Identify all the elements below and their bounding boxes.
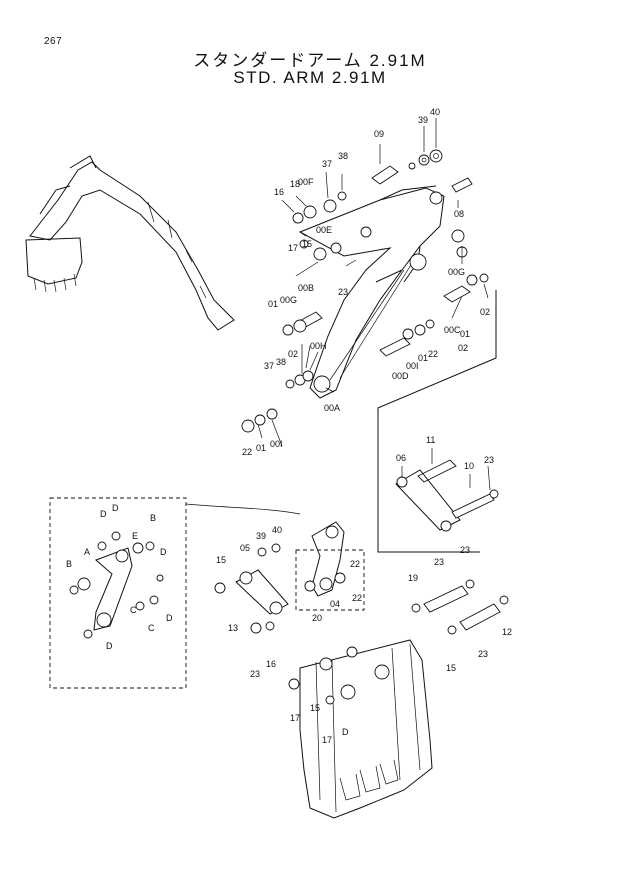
callout: 00B <box>298 283 315 293</box>
callout: 15 <box>446 663 457 673</box>
callout: 17 <box>322 735 333 745</box>
callout: 18 <box>290 179 301 189</box>
callout: 22 <box>428 349 439 359</box>
callout: B <box>66 559 73 569</box>
callout: 15 <box>310 703 321 713</box>
callout: D <box>166 613 173 623</box>
callout: 39 <box>256 531 267 541</box>
callout: 40 <box>430 107 441 117</box>
callout: 23 <box>460 545 471 555</box>
arm-body <box>298 185 445 399</box>
callout: 20 <box>312 613 323 623</box>
callout: D <box>342 727 349 737</box>
callout: 02 <box>458 343 469 353</box>
callout: E <box>132 531 139 541</box>
callout: 22 <box>350 559 361 569</box>
callout: 22 <box>242 447 253 457</box>
callout: 10 <box>464 461 475 471</box>
callout: 23 <box>250 669 261 679</box>
detail-inset <box>49 497 301 689</box>
callout: 39 <box>418 115 429 125</box>
callout: D <box>100 509 107 519</box>
callout: 22 <box>352 593 363 603</box>
callout: 00A <box>324 403 341 413</box>
callout: 13 <box>228 623 239 633</box>
callout: 00I <box>270 439 283 449</box>
upper-hardware <box>282 149 489 336</box>
callout: 23 <box>338 287 349 297</box>
callout: 17 <box>288 243 299 253</box>
callout: 00E <box>316 225 333 235</box>
callout: 06 <box>396 453 407 463</box>
bucket-link-line <box>377 290 497 553</box>
callout: 05 <box>240 543 251 553</box>
callout: C <box>130 605 137 615</box>
callout: 37 <box>264 361 275 371</box>
callout: 00C <box>444 325 461 335</box>
callout: 23 <box>484 455 495 465</box>
callout: 38 <box>338 151 349 161</box>
callout: 02 <box>288 349 299 359</box>
callout: 15 <box>302 239 313 249</box>
callout: 23 <box>434 557 445 567</box>
callout: 00F <box>298 177 314 187</box>
page-number: 267 <box>44 36 63 47</box>
callout: 01 <box>460 329 471 339</box>
callout: 11 <box>426 435 436 445</box>
guide-link <box>214 521 365 634</box>
callout: 09 <box>374 129 385 139</box>
mid-hardware <box>241 319 435 433</box>
callout: 15 <box>216 555 227 565</box>
callout: B <box>150 513 157 523</box>
title-english: STD. ARM 2.91M <box>233 68 387 87</box>
callout: 37 <box>322 159 333 169</box>
callout: A <box>84 547 91 557</box>
callout: 23 <box>478 649 489 659</box>
callout: D <box>106 641 113 651</box>
callout: 00G <box>448 267 466 277</box>
excavator-thumbnail <box>25 155 235 331</box>
callout: 08 <box>454 209 465 219</box>
callout: 40 <box>272 525 283 535</box>
callout: 00H <box>310 341 327 351</box>
leader-lines <box>257 118 491 491</box>
callout: D <box>160 547 167 557</box>
callout: 16 <box>274 187 285 197</box>
callout: C <box>148 623 155 633</box>
callout: 17 <box>290 713 301 723</box>
callout: 00D <box>392 371 409 381</box>
callout: 12 <box>502 627 513 637</box>
callout: 19 <box>408 573 419 583</box>
callout: 16 <box>266 659 277 669</box>
callout: 01 <box>256 443 267 453</box>
callout: 00G <box>280 295 298 305</box>
title-japanese: スタンダードアーム 2.91M <box>193 51 427 70</box>
callout: 04 <box>330 599 341 609</box>
callout: 01 <box>418 353 429 363</box>
callout: 00I <box>406 361 419 371</box>
bucket-pins <box>411 579 509 635</box>
callout: 01 <box>268 299 279 309</box>
link-assembly <box>395 459 499 532</box>
bucket <box>288 639 433 819</box>
callout: 02 <box>480 307 491 317</box>
callout: D <box>112 503 119 513</box>
callout: 38 <box>276 357 287 367</box>
